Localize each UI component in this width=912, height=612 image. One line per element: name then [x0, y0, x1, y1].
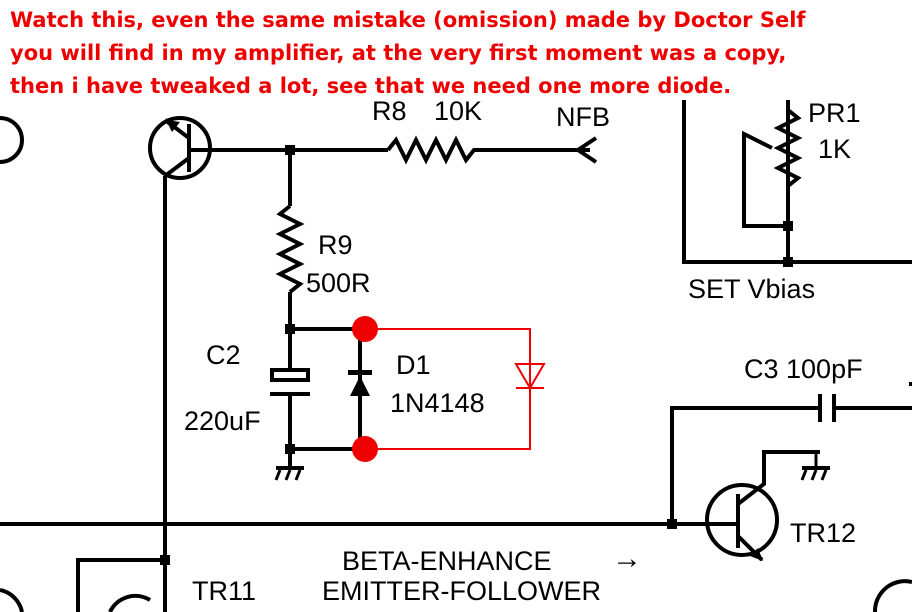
tr12-emitter-arrow [750, 548, 763, 561]
top-transistor-collector [163, 156, 191, 178]
junction-base [285, 145, 295, 155]
bottom-right-partial [872, 579, 912, 612]
junction-tr11 [160, 555, 170, 565]
ground-c2-hatch-2 [284, 469, 292, 481]
tr11-wire [76, 558, 165, 612]
annotation-line-3: then i have tweaked a lot, see that we n… [10, 74, 732, 98]
tr12-label: TR12 [790, 518, 857, 548]
tr11-label: TR11 [192, 576, 257, 606]
r8-value-label: 10K [434, 96, 483, 126]
c3-left-wire [670, 406, 820, 524]
set-vbias-label: SET Vbias [688, 274, 816, 304]
ground-c2-hatch-1 [274, 469, 282, 481]
r9-value-label: 500R [306, 268, 371, 298]
tr11-circle-partial [108, 593, 152, 612]
bottom-left-partial [0, 588, 24, 612]
junction-c2-ground [285, 444, 295, 454]
ground-c2-hatch-3 [294, 469, 302, 481]
tr12-collector [736, 450, 820, 506]
ground-tr12-hatch-2 [810, 469, 818, 481]
annotation-line-1: Watch this, even the same mistake (omiss… [10, 8, 806, 32]
d1-name-label: D1 [396, 350, 431, 380]
beta-enhance-label: BETA-ENHANCE [342, 546, 552, 576]
emitter-follower-label: EMITTER-FOLLOWER [322, 576, 602, 606]
annotation-line-2: you will find in my amplifier, at the ve… [10, 41, 787, 65]
r9-name-label: R9 [318, 230, 353, 260]
top-transistor-emitter-arrow [166, 120, 180, 132]
c2-name-label: C2 [206, 340, 241, 370]
pr1-wiper [742, 130, 788, 228]
pr1-name-label: PR1 [808, 98, 861, 128]
c2-value-label: 220uF [184, 406, 261, 436]
added-diode-triangle [514, 363, 546, 390]
annotation-text: Watch this, even the same mistake (omiss… [10, 4, 910, 103]
d1-diode-bar [348, 370, 372, 375]
beta-arrow-icon: → [612, 542, 642, 575]
c3-label: C3 100pF [744, 354, 863, 384]
c2-positive-plate [270, 368, 310, 382]
nfb-label: NFB [556, 102, 610, 132]
d1-value-label: 1N4148 [390, 388, 485, 418]
junction-tr12-base [667, 519, 677, 529]
ground-tr12-hatch-1 [800, 469, 808, 481]
red-node-top [352, 316, 378, 342]
partial-transistor-left [0, 116, 24, 164]
r9-resistor [275, 204, 305, 294]
junction-pr1 [783, 221, 793, 231]
ground-tr12-hatch-3 [820, 469, 828, 481]
vbias-box [682, 100, 912, 264]
tr12-transistor [705, 483, 779, 557]
pr1-value-label: 1K [818, 134, 852, 164]
pr1-resistor [773, 108, 803, 188]
r8-name-label: R8 [372, 96, 407, 126]
d1-diode-triangle [350, 376, 370, 396]
junction-r9-c2 [285, 324, 295, 334]
junction-vbias [783, 257, 793, 267]
red-node-bottom [352, 436, 378, 462]
nfb-arrow [574, 136, 598, 164]
r8-resistor [386, 135, 482, 165]
